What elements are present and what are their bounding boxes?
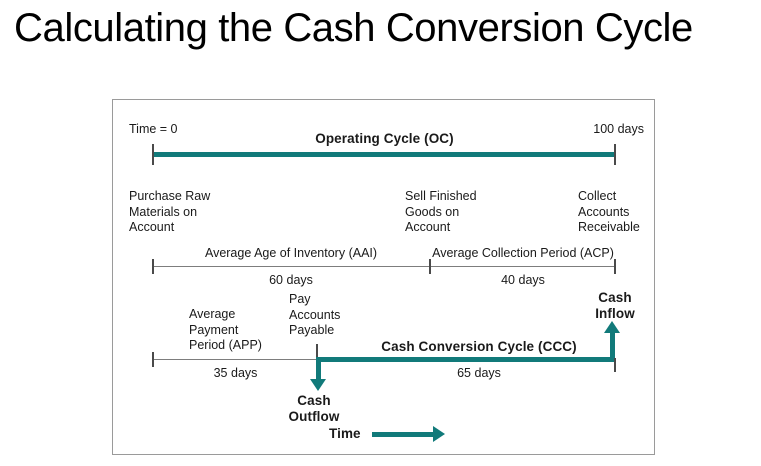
aai-acp-divider-tick	[429, 259, 431, 274]
time-axis-label: Time	[329, 426, 361, 441]
cash-inflow-stem	[610, 333, 615, 362]
cash-inflow-arrow-icon	[604, 321, 620, 333]
event-sell-finished-goods: Sell Finished Goods on Account	[405, 189, 477, 234]
acp-end-tick	[614, 259, 616, 274]
ccc-days: 65 days	[457, 366, 501, 380]
aai-label: Average Age of Inventory (AAI)	[204, 246, 378, 260]
acp-days: 40 days	[501, 273, 545, 287]
cash-conversion-cycle-diagram: Time = 0 100 days Operating Cycle (OC) P…	[112, 99, 655, 455]
ccc-end-tick	[614, 358, 616, 372]
aai-days: 60 days	[269, 273, 313, 287]
event-collect-accounts-receivable: Collect Accounts Receivable	[578, 189, 640, 234]
aai-start-tick	[152, 259, 154, 274]
cash-inflow-label: Cash Inflow	[595, 290, 635, 321]
operating-segments-rule	[153, 266, 615, 268]
hundred-days-label: 100 days	[593, 122, 644, 136]
ccc-bar	[316, 357, 615, 362]
app-start-tick	[152, 352, 154, 367]
time-zero-label: Time = 0	[129, 122, 178, 136]
operating-cycle-end-tick	[614, 144, 616, 165]
time-axis-arrow-icon	[433, 426, 445, 442]
app-label: Average Payment Period (APP)	[189, 307, 262, 352]
operating-cycle-bar	[153, 152, 615, 157]
pay-accounts-payable-tick	[316, 344, 318, 360]
operating-cycle-label: Operating Cycle (OC)	[315, 131, 454, 146]
pay-accounts-payable-label: Pay Accounts Payable	[289, 292, 341, 337]
page-title: Calculating the Cash Conversion Cycle	[14, 6, 693, 50]
cash-outflow-arrow-icon	[310, 379, 326, 391]
time-axis-bar	[372, 432, 434, 437]
app-rule	[153, 359, 318, 361]
event-purchase-raw-materials: Purchase Raw Materials on Account	[129, 189, 211, 234]
app-days: 35 days	[213, 366, 258, 380]
operating-cycle-start-tick	[152, 144, 154, 165]
cash-outflow-label: Cash Outflow	[288, 393, 340, 424]
cash-outflow-stem	[316, 357, 321, 381]
acp-label: Average Collection Period (ACP)	[432, 246, 614, 260]
ccc-label: Cash Conversion Cycle (CCC)	[381, 339, 577, 354]
